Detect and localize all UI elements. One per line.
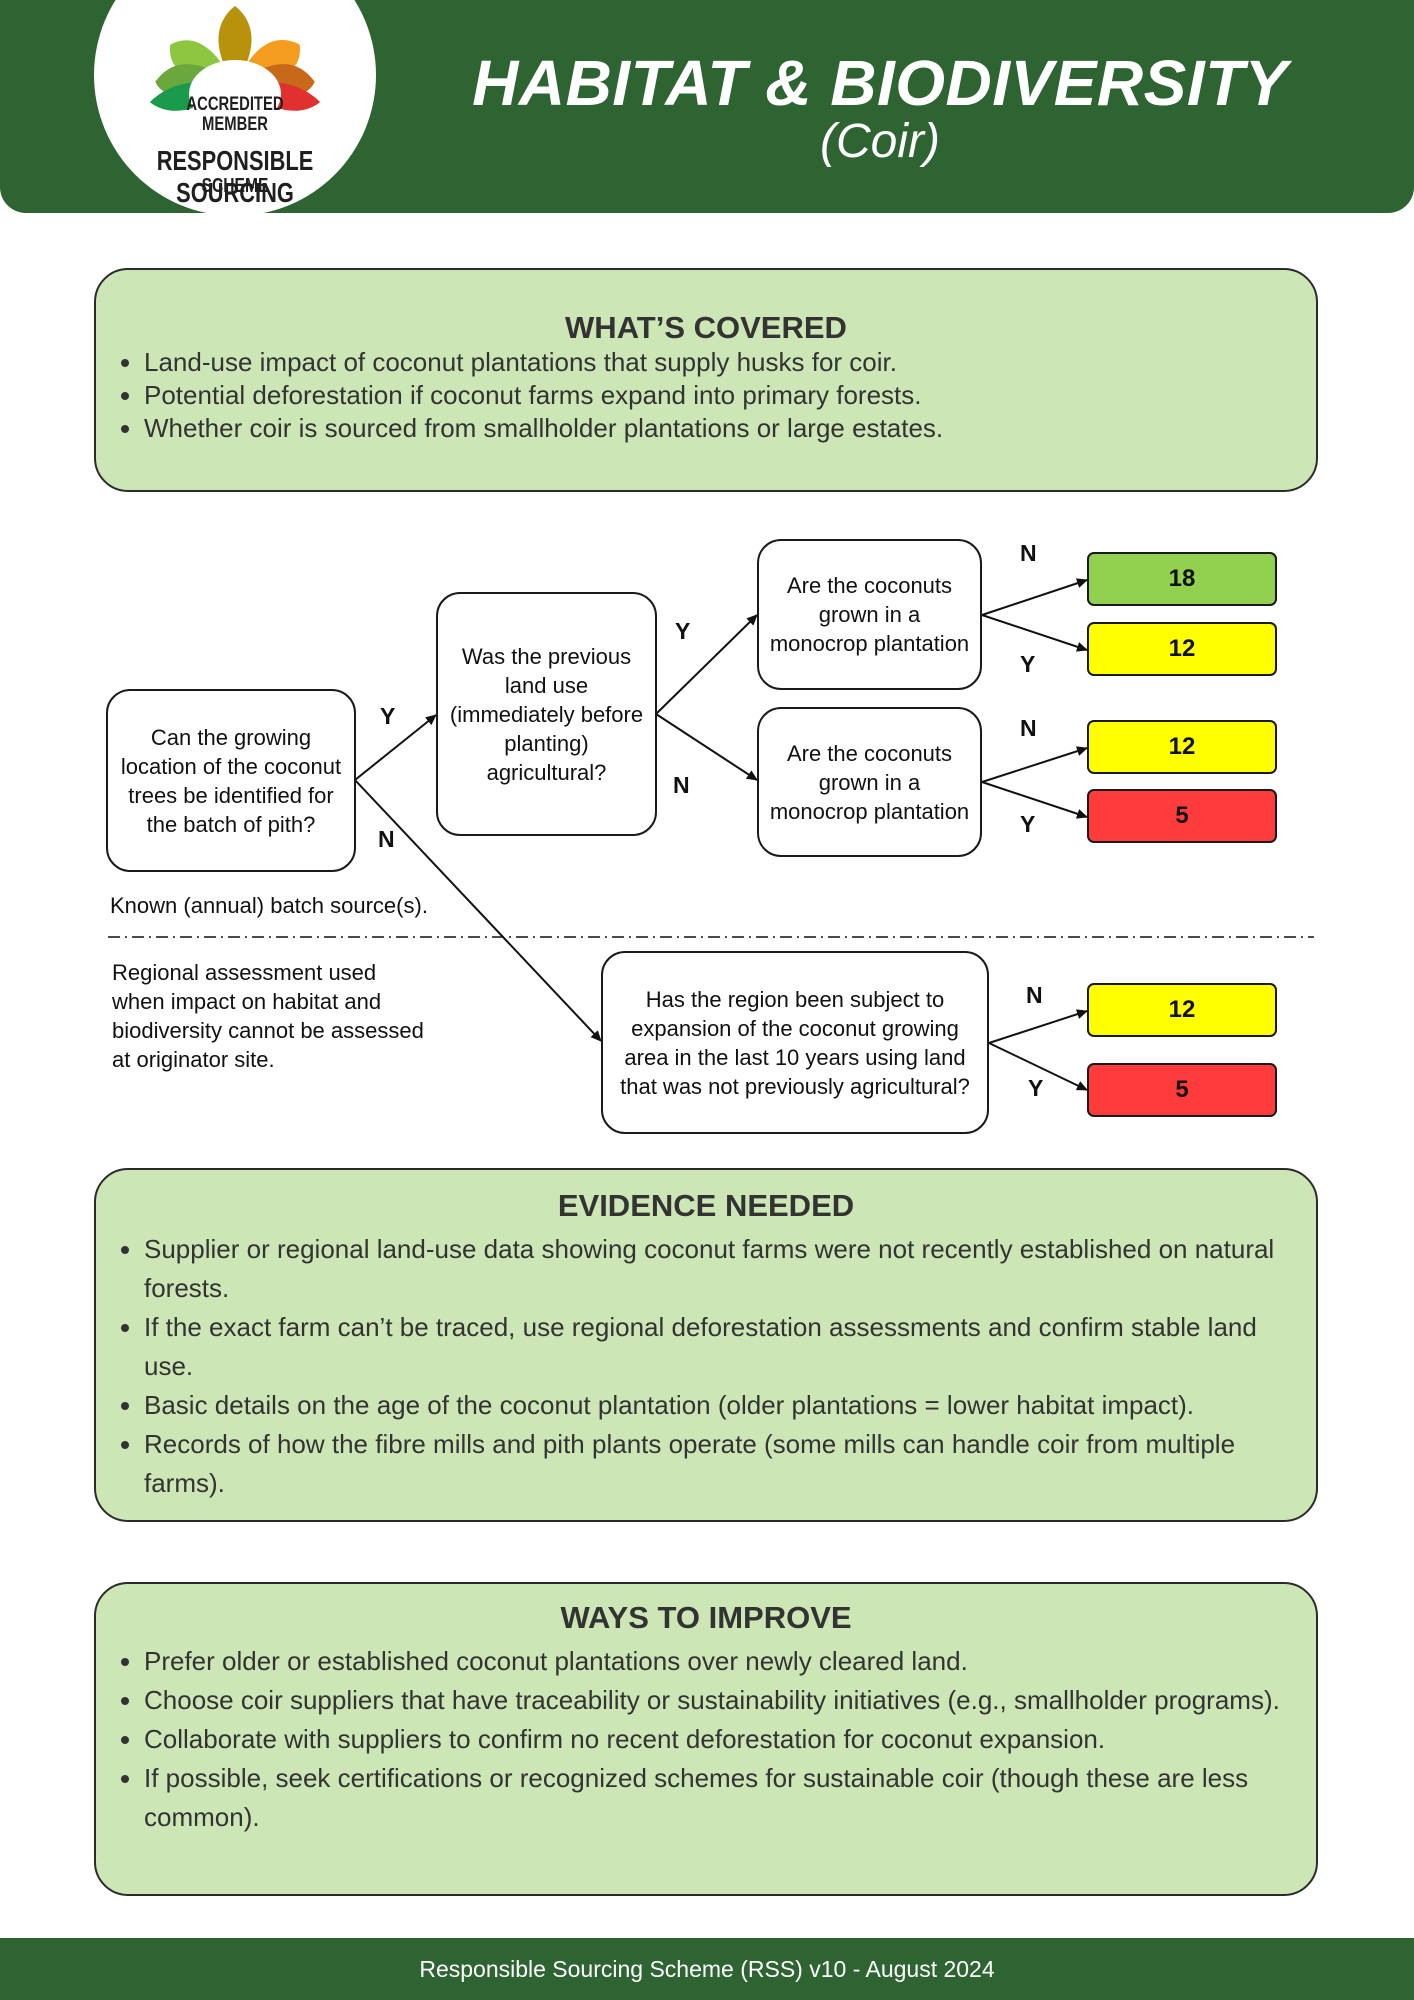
score-box: 12 bbox=[1087, 720, 1277, 774]
question-identify-location: Can the growing location of the coconut … bbox=[106, 689, 356, 872]
label-no: N bbox=[673, 772, 690, 798]
logo-accredited: ACCREDITED bbox=[186, 94, 284, 115]
score-box: 12 bbox=[1087, 622, 1277, 676]
whats-covered-heading: WHAT’S COVERED bbox=[565, 310, 847, 345]
label-no: N bbox=[1020, 715, 1037, 741]
arrow-identify-no bbox=[354, 779, 602, 1042]
score-box: 12 bbox=[1087, 983, 1277, 1037]
label-yes: Y bbox=[675, 618, 691, 644]
list-item: Land-use impact of coconut plantations t… bbox=[144, 346, 1306, 379]
list-item: Prefer older or established coconut plan… bbox=[144, 1642, 1306, 1681]
score-box: 5 bbox=[1087, 789, 1277, 843]
label-no: N bbox=[1020, 540, 1037, 566]
arrow-mono1-no bbox=[981, 578, 1088, 616]
footer-bar: Responsible Sourcing Scheme (RSS) v10 - … bbox=[0, 1938, 1414, 2000]
label-yes: Y bbox=[1028, 1075, 1044, 1101]
logo-scheme: SCHEME bbox=[201, 175, 269, 197]
evidence-needed-heading: EVIDENCE NEEDED bbox=[557, 1188, 855, 1223]
arrow-previous-no bbox=[655, 713, 758, 781]
ways-to-improve-list: Prefer older or established coconut plan… bbox=[96, 1642, 1316, 1837]
page-subtitle: (Coir) bbox=[820, 115, 940, 168]
label-no: N bbox=[1026, 982, 1043, 1008]
decision-flowchart: Can the growing location of the coconut … bbox=[0, 520, 1414, 1140]
list-item: Basic details on the age of the coconut … bbox=[144, 1386, 1306, 1425]
arrow-mono1-yes bbox=[981, 614, 1088, 652]
logo-member: MEMBER bbox=[202, 114, 268, 135]
score-box: 18 bbox=[1087, 552, 1277, 606]
label-yes: Y bbox=[1020, 651, 1036, 677]
label-yes: Y bbox=[380, 703, 396, 729]
list-item: Choose coir suppliers that have traceabi… bbox=[144, 1681, 1306, 1720]
list-item: Collaborate with suppliers to confirm no… bbox=[144, 1720, 1306, 1759]
whats-covered-panel: WHAT’S COVERED Land-use impact of coconu… bbox=[94, 268, 1318, 492]
ways-to-improve-heading: WAYS TO IMPROVE bbox=[560, 1600, 852, 1635]
arrow-identify-yes bbox=[354, 714, 437, 781]
question-monocrop-2: Are the coconuts grown in a monocrop pla… bbox=[757, 707, 982, 857]
question-region-expansion: Has the region been subject to expansion… bbox=[601, 951, 989, 1134]
page-title: HABITAT & BIODIVERSITY bbox=[472, 47, 1288, 119]
question-monocrop-1: Are the coconuts grown in a monocrop pla… bbox=[757, 539, 982, 690]
arrow-previous-yes bbox=[655, 614, 758, 715]
arrow-mono2-yes bbox=[981, 781, 1088, 819]
arrow-region-no bbox=[988, 1009, 1088, 1044]
arrow-region-yes bbox=[988, 1042, 1088, 1091]
evidence-needed-list: Supplier or regional land-use data showi… bbox=[96, 1230, 1316, 1503]
list-item: Records of how the fibre mills and pith … bbox=[144, 1425, 1306, 1503]
footer-text: Responsible Sourcing Scheme (RSS) v10 - … bbox=[419, 1955, 995, 1982]
whats-covered-list: Land-use impact of coconut plantations t… bbox=[96, 346, 1316, 445]
rss-logo bbox=[94, 0, 376, 216]
note-regional-assessment: Regional assessment used when impact on … bbox=[112, 960, 424, 1072]
score-box: 5 bbox=[1087, 1063, 1277, 1117]
logo-rss: RESPONSIBLE SOURCING bbox=[156, 145, 314, 208]
list-item: If the exact farm can’t be traced, use r… bbox=[144, 1308, 1306, 1386]
list-item: Whether coir is sourced from smallholder… bbox=[144, 412, 1306, 445]
flowchart-connectors bbox=[108, 578, 1314, 1091]
note-known-source: Known (annual) batch source(s). bbox=[110, 893, 428, 918]
list-item: Supplier or regional land-use data showi… bbox=[144, 1230, 1306, 1308]
question-previous-land-use: Was the previous land use (immediately b… bbox=[436, 592, 657, 836]
label-no: N bbox=[378, 826, 395, 852]
label-yes: Y bbox=[1020, 811, 1036, 837]
list-item: Potential deforestation if coconut farms… bbox=[144, 379, 1306, 412]
evidence-needed-panel: EVIDENCE NEEDED Supplier or regional lan… bbox=[94, 1168, 1318, 1522]
ways-to-improve-panel: WAYS TO IMPROVE Prefer older or establis… bbox=[94, 1582, 1318, 1896]
logo-petals-icon bbox=[149, 6, 321, 128]
list-item: If possible, seek certifications or reco… bbox=[144, 1759, 1306, 1837]
arrow-mono2-no bbox=[981, 746, 1088, 783]
